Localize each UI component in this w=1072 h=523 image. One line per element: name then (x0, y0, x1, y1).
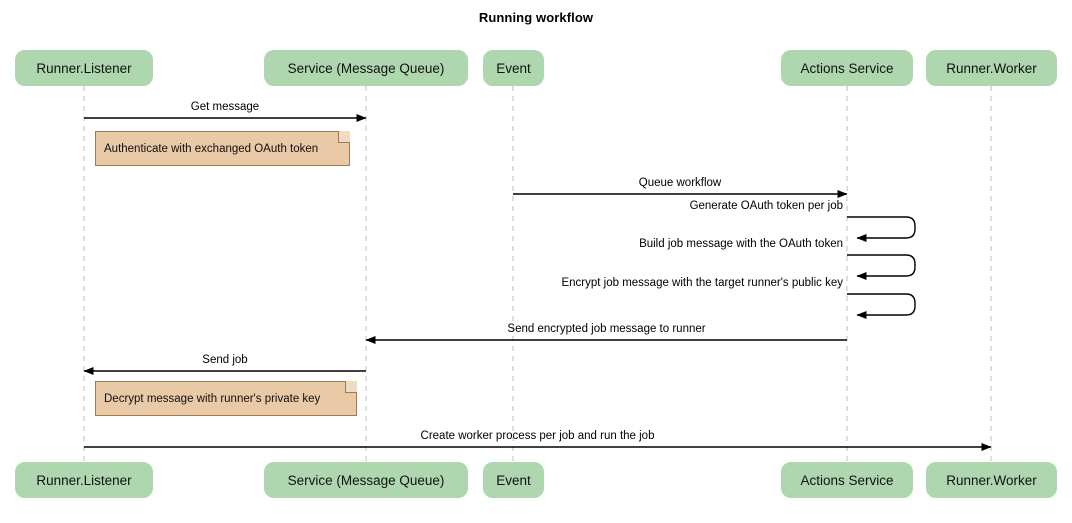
note-text: Authenticate with exchanged OAuth token (104, 142, 319, 155)
page-title: Running workflow (478, 10, 594, 25)
note-text: Decrypt message with runner's private ke… (104, 392, 321, 405)
note-fold-corner-icon (338, 131, 350, 143)
note-authenticate-with-exchanged-oauth-token: Authenticate with exchanged OAuth token (95, 131, 350, 166)
message-label-get-message: Get message (190, 101, 260, 113)
note-fold-corner-icon (345, 381, 357, 393)
message-label-send-encrypted-job-message-to-runner: Send encrypted job message to runner (507, 323, 706, 335)
participant-runner-listener-top[interactable]: Runner.Listener (15, 50, 153, 86)
participant-runner-worker-bottom[interactable]: Runner.Worker (926, 462, 1057, 498)
participant-service-message-queue-top[interactable]: Service (Message Queue) (264, 50, 468, 86)
message-label-encrypt-job-message-with-the-target-runners-public-key: Encrypt job message with the target runn… (561, 277, 843, 289)
message-label-build-job-message-with-the-oauth-token: Build job message with the OAuth token (639, 238, 843, 250)
message-label-create-worker-process-per-job-and-run-the-job: Create worker process per job and run th… (420, 430, 655, 442)
participant-runner-listener-bottom[interactable]: Runner.Listener (15, 462, 153, 498)
message-label-send-job: Send job (202, 354, 248, 366)
participant-event-top[interactable]: Event (483, 50, 544, 86)
message-generate-oauth-token-per-job (847, 216, 916, 242)
participant-event-bottom[interactable]: Event (483, 462, 544, 498)
message-build-job-message-with-the-oauth-token (847, 254, 916, 280)
note-decrypt-message-with-runners-private-key: Decrypt message with runner's private ke… (95, 381, 357, 416)
message-label-generate-oauth-token-per-job: Generate OAuth token per job (689, 200, 843, 212)
participant-actions-service-top[interactable]: Actions Service (781, 50, 913, 86)
message-label-queue-workflow: Queue workflow (638, 177, 722, 189)
participant-service-message-queue-bottom[interactable]: Service (Message Queue) (264, 462, 468, 498)
lifelines (83, 86, 992, 462)
participant-actions-service-bottom[interactable]: Actions Service (781, 462, 913, 498)
message-encrypt-job-message-with-the-target-runners-public-key (847, 293, 916, 319)
participant-runner-worker-top[interactable]: Runner.Worker (926, 50, 1057, 86)
message-arrows (83, 114, 992, 451)
